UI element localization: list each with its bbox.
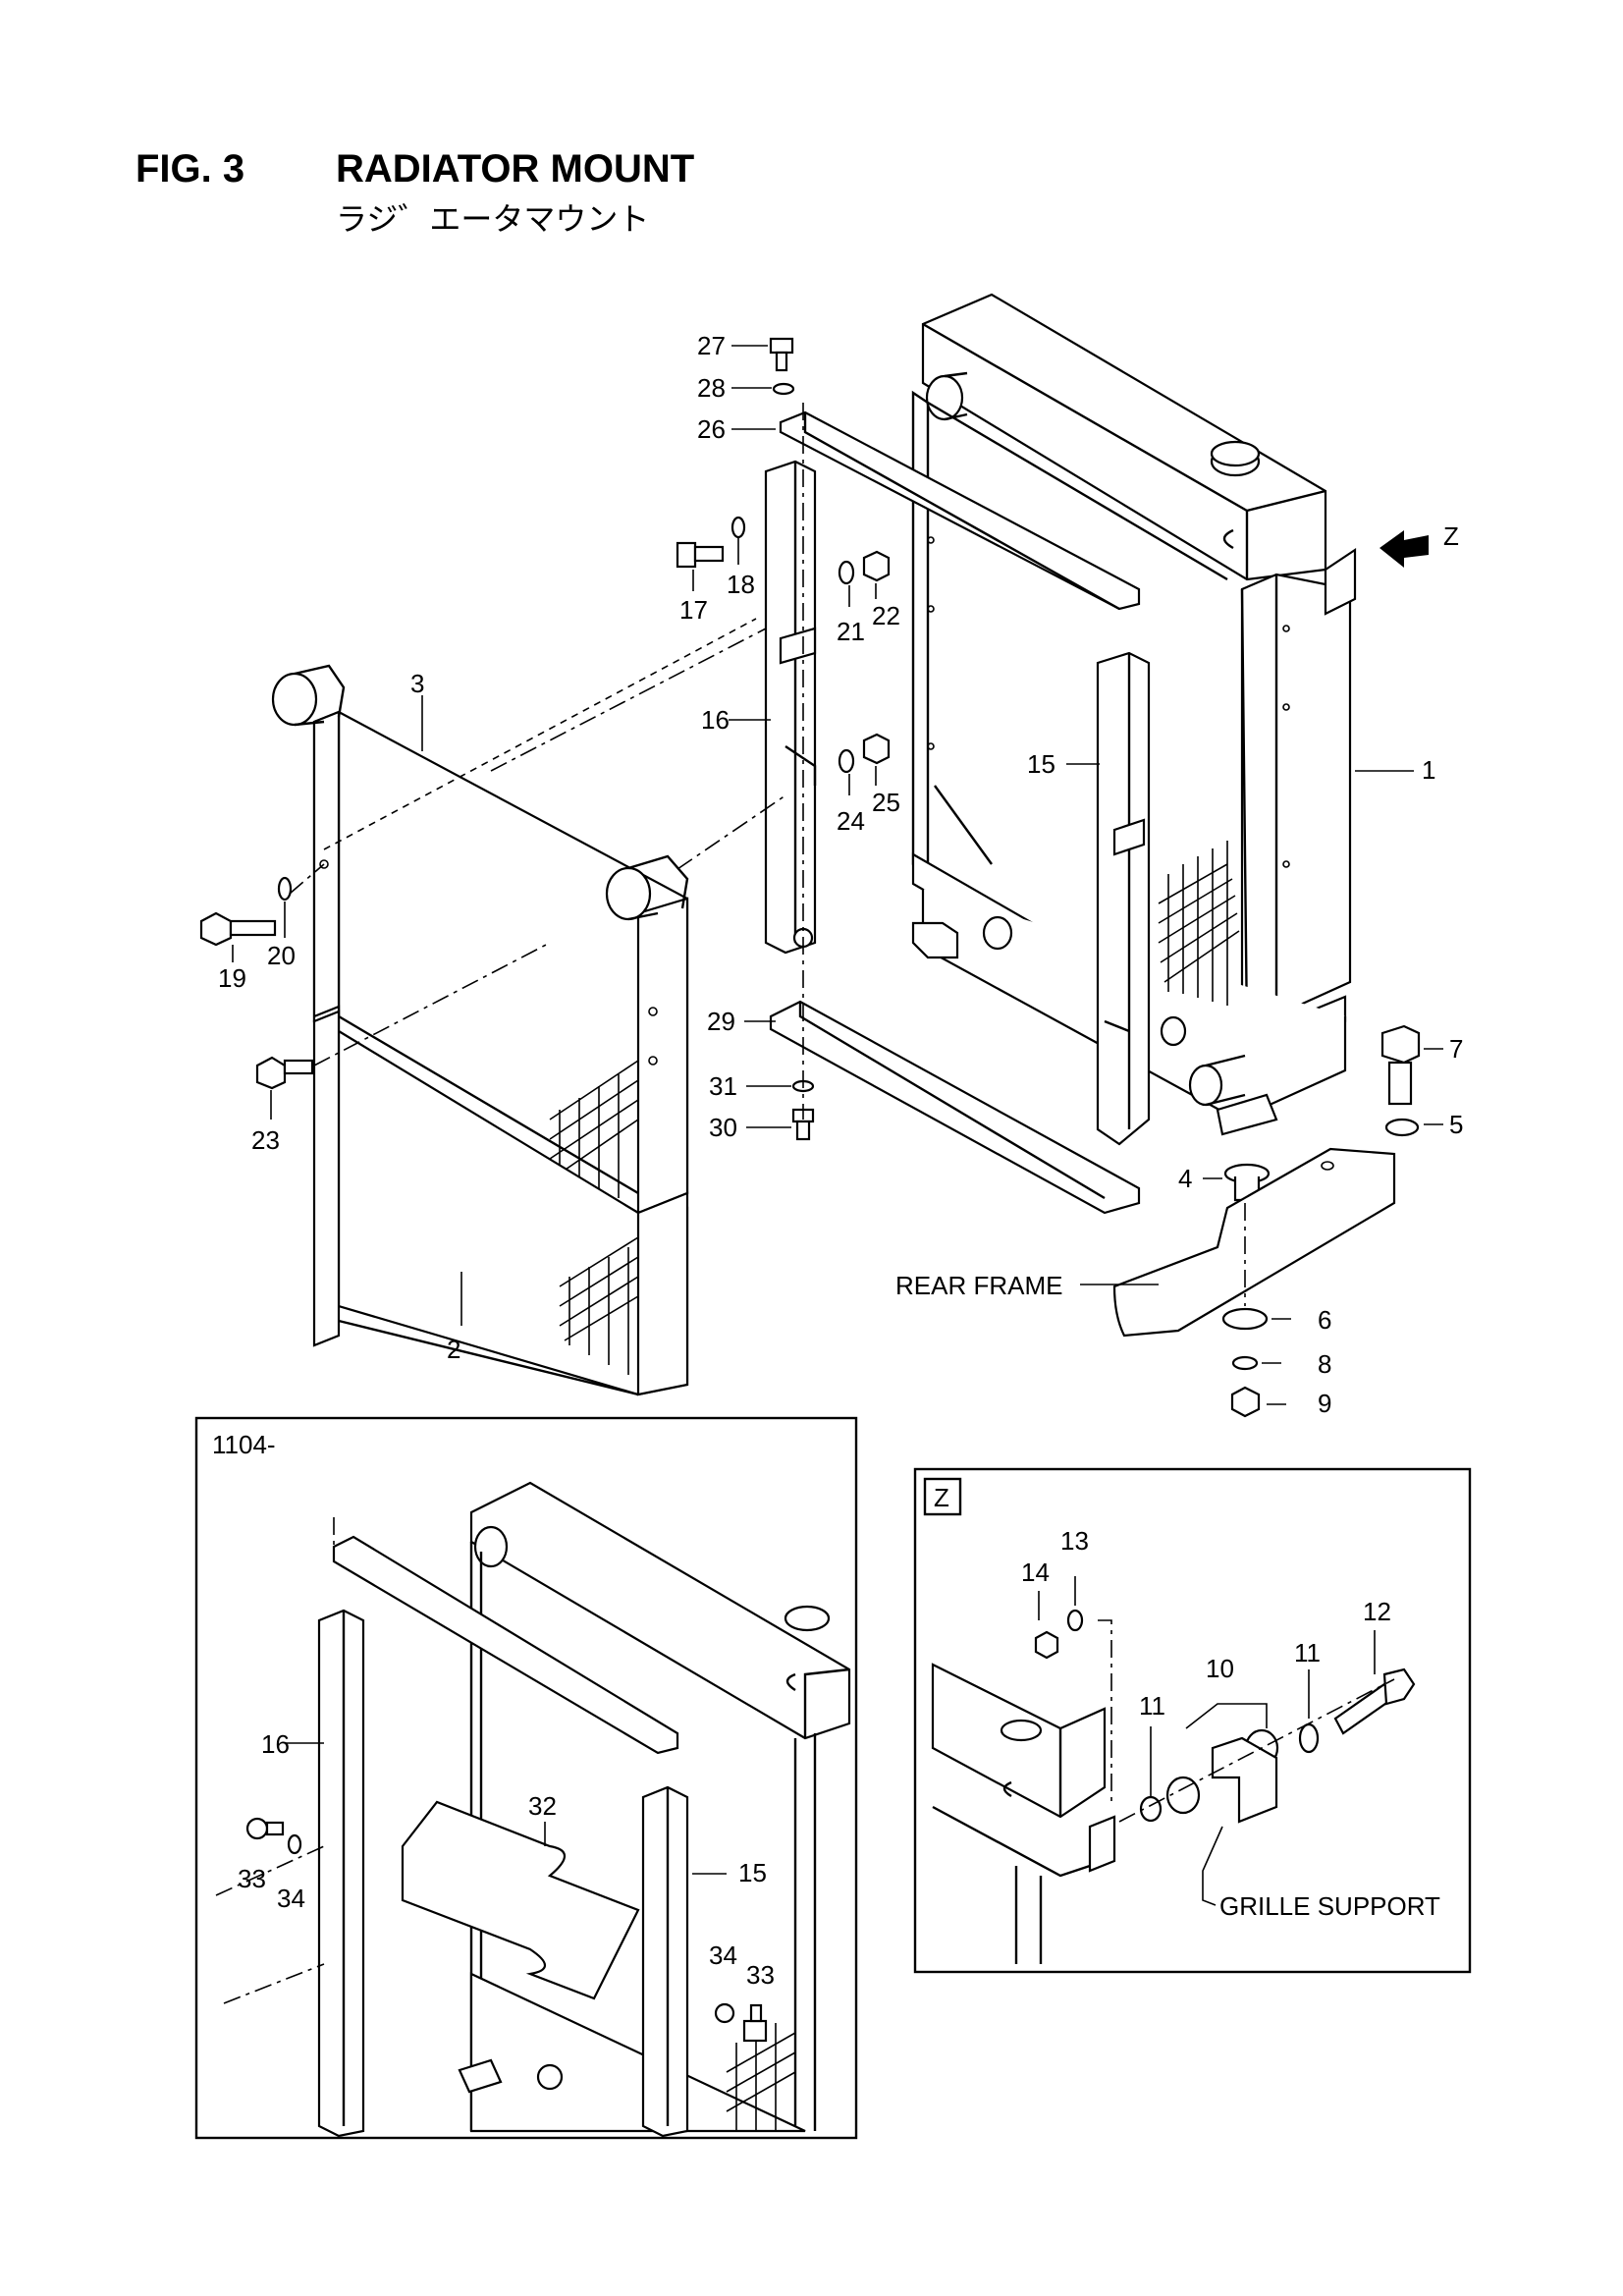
inset-z-label-part-11-left: 11 bbox=[1139, 1691, 1165, 1721]
label-part-2: 2 bbox=[447, 1335, 460, 1364]
inset-radiator bbox=[317, 1481, 851, 2138]
label-rear-frame: REAR FRAME bbox=[895, 1271, 1062, 1300]
label-part-19: 19 bbox=[218, 963, 246, 993]
label-part-25: 25 bbox=[872, 788, 900, 817]
inset-z-label-part-13: 13 bbox=[1060, 1526, 1089, 1556]
part-20-washer bbox=[277, 876, 293, 902]
label-part-27: 27 bbox=[697, 331, 726, 360]
part-21-washer bbox=[838, 560, 855, 585]
part-27-bolt bbox=[769, 337, 794, 372]
part-8-washer bbox=[1231, 1355, 1259, 1371]
inset-label-part-34-left: 34 bbox=[277, 1884, 305, 1913]
inset-part-33-left bbox=[245, 1817, 285, 1840]
label-part-7: 7 bbox=[1449, 1034, 1463, 1064]
label-part-31: 31 bbox=[709, 1071, 737, 1101]
part-7-bolt bbox=[1380, 1024, 1421, 1106]
inset-z-part-14-nut bbox=[1034, 1630, 1059, 1660]
part-6-plate bbox=[1221, 1307, 1269, 1331]
label-part-17: 17 bbox=[679, 595, 708, 625]
bottom-bracket bbox=[769, 1000, 1141, 1215]
core-frame-2 bbox=[312, 1005, 689, 1396]
inset-part-34-right bbox=[714, 2002, 735, 2024]
inset-label-part-32: 32 bbox=[528, 1791, 557, 1821]
part-5-washer bbox=[1384, 1118, 1420, 1137]
inset-z-part-11-right bbox=[1298, 1722, 1320, 1754]
label-part-3: 3 bbox=[410, 669, 424, 698]
inset-z-part-13-washer bbox=[1066, 1609, 1084, 1632]
label-part-20: 20 bbox=[267, 941, 296, 970]
rear-frame bbox=[1112, 1147, 1396, 1338]
side-bracket-16 bbox=[764, 460, 817, 955]
inset-part-33-right bbox=[742, 2003, 768, 2043]
inset-z-radiator bbox=[931, 1663, 1116, 1964]
inset-z-title-box bbox=[923, 1477, 962, 1516]
part-9-nut bbox=[1230, 1386, 1261, 1418]
side-bracket-15 bbox=[1096, 651, 1151, 1146]
core-frame-3 bbox=[271, 664, 689, 1215]
inset-label-part-15: 15 bbox=[738, 1858, 767, 1887]
label-part-29: 29 bbox=[707, 1007, 735, 1036]
label-part-4: 4 bbox=[1178, 1164, 1192, 1193]
inset-z-part-11-left bbox=[1139, 1795, 1163, 1823]
inset-z-part-12-bolt bbox=[1333, 1667, 1416, 1735]
part-23-bolt bbox=[255, 1056, 314, 1090]
part-22-nut bbox=[862, 550, 891, 582]
figure-number: FIG. 3 bbox=[135, 147, 245, 191]
inset-z-label-grille-support: GRILLE SUPPORT bbox=[1219, 1891, 1440, 1921]
inset-z-title: Z bbox=[934, 1483, 949, 1512]
top-bracket bbox=[779, 410, 1141, 611]
label-part-23: 23 bbox=[251, 1125, 280, 1155]
part-4-cushion bbox=[1223, 1163, 1271, 1202]
inset-label-part-16: 16 bbox=[261, 1729, 290, 1759]
inset-part-34-left bbox=[287, 1833, 302, 1855]
inset-z-label-part-14: 14 bbox=[1021, 1558, 1050, 1587]
part-24-washer bbox=[838, 748, 855, 774]
label-part-22: 22 bbox=[872, 601, 900, 630]
inset-label-part-34-right: 34 bbox=[709, 1941, 737, 1970]
inset-z-label-part-11-right: 11 bbox=[1294, 1638, 1321, 1667]
inset-z-label-part-12: 12 bbox=[1363, 1597, 1391, 1626]
inset-z-part-10-mount bbox=[1165, 1728, 1279, 1824]
part-19-bolt bbox=[199, 911, 277, 947]
label-part-9: 9 bbox=[1318, 1389, 1331, 1418]
label-part-26: 26 bbox=[697, 414, 726, 444]
inset-serial-label: 1104- bbox=[212, 1430, 276, 1459]
part-17-bolt bbox=[676, 541, 725, 569]
inset-1104-frame bbox=[194, 1416, 858, 2140]
figure-title: RADIATOR MOUNT bbox=[336, 147, 695, 191]
inset-z-label-part-10: 10 bbox=[1206, 1654, 1234, 1683]
figure-title-japanese: ラジ゛エータマウント bbox=[336, 201, 650, 237]
part-25-nut bbox=[862, 733, 891, 765]
inset-z-frame bbox=[913, 1467, 1472, 1974]
label-part-28: 28 bbox=[697, 373, 726, 403]
label-part-16: 16 bbox=[701, 705, 730, 735]
label-part-6: 6 bbox=[1318, 1305, 1331, 1335]
label-part-5: 5 bbox=[1449, 1110, 1463, 1139]
arrow-z-label: Z bbox=[1443, 521, 1459, 551]
label-part-24: 24 bbox=[837, 806, 865, 836]
inset-label-part-33-right: 33 bbox=[746, 1960, 775, 1990]
label-part-21: 21 bbox=[837, 617, 865, 646]
label-part-1: 1 bbox=[1422, 755, 1435, 785]
inset-grille-32 bbox=[401, 1800, 640, 2000]
part-28-washer bbox=[772, 382, 795, 396]
label-part-30: 30 bbox=[709, 1113, 737, 1142]
part-18-washer bbox=[730, 516, 746, 539]
label-part-15: 15 bbox=[1027, 749, 1055, 779]
view-z-arrow bbox=[1380, 530, 1429, 568]
label-part-18: 18 bbox=[727, 570, 755, 599]
label-part-8: 8 bbox=[1318, 1349, 1331, 1379]
